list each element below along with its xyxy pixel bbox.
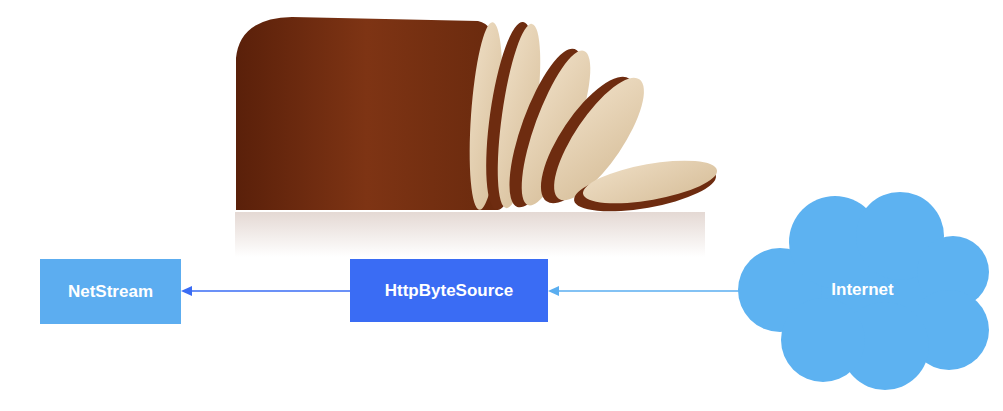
connector-line <box>190 290 350 292</box>
process-box: HttpByteSource <box>350 259 548 322</box>
node-label: HttpByteSource <box>385 281 513 301</box>
loaf-body <box>236 17 498 210</box>
arrow-head <box>548 286 559 296</box>
connector-arrow <box>548 286 739 296</box>
node-label: Internet <box>831 280 893 300</box>
slice-face <box>580 152 720 211</box>
connector-line <box>557 290 739 292</box>
arrow-head <box>181 286 192 296</box>
process-box: NetStream <box>40 259 181 324</box>
cloud-shape: Internet <box>735 190 990 390</box>
reflection <box>235 212 705 257</box>
node-label: NetStream <box>68 282 153 302</box>
cloud-part <box>781 298 865 382</box>
connector-arrow <box>181 286 350 296</box>
